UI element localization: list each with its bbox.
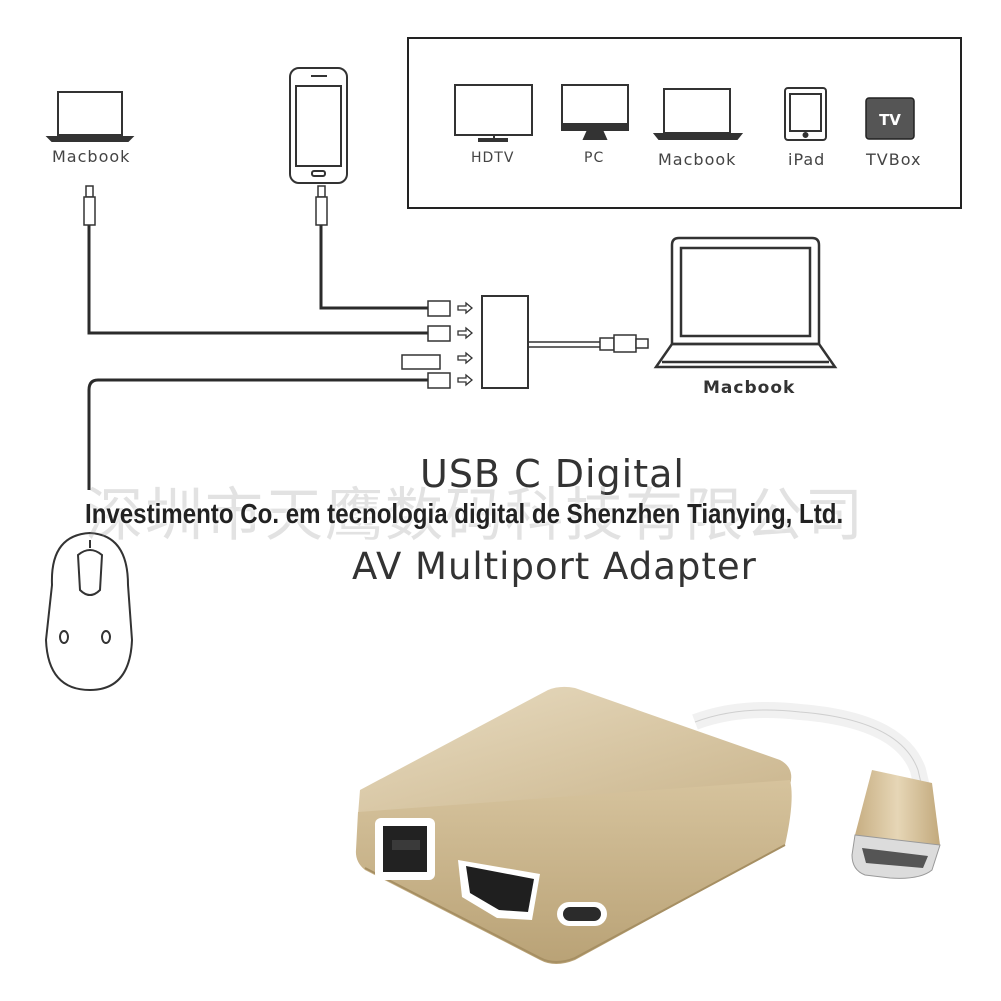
left-laptop-label: Macbook [52,147,131,166]
chinese-watermark: 深圳市天鹰数码科技有限公司 [85,481,866,549]
device-label-tvbox: TVBox [866,150,922,169]
mouse-icon [44,531,134,692]
title-line-2: AV Multiport Adapter [352,545,757,588]
hub-cable [528,341,600,348]
arrow-icon [457,301,474,387]
device-label-macbook: Macbook [658,150,737,169]
company-overlay-text: Investimento Co. em tecnologia digital d… [85,498,844,529]
tablet-icon [784,87,827,141]
device-label-ipad: iPad [788,150,826,169]
device-label-hdtv: HDTV [471,150,515,166]
input-plugs [401,300,451,389]
cable-lines [87,225,428,490]
tvbox-icon: TV [865,97,915,140]
tv-icon [454,84,533,142]
phone-icon [289,67,348,184]
tvbox-badge: TV [879,111,901,129]
usb-c-connector-icon [599,334,649,353]
right-laptop-label: Macbook [703,378,796,398]
device-label-pc: PC [584,150,605,166]
laptop-icon [653,236,838,369]
monitor-icon [561,84,629,140]
title-line-1: USB C Digital [420,452,685,496]
adapter-product-photo [355,686,941,964]
adapter-hub-diagram [481,295,529,389]
laptop-icon [45,91,135,142]
laptop-icon [652,88,744,140]
supported-devices-box [407,37,962,209]
usb-c-connector-icon [83,185,328,226]
